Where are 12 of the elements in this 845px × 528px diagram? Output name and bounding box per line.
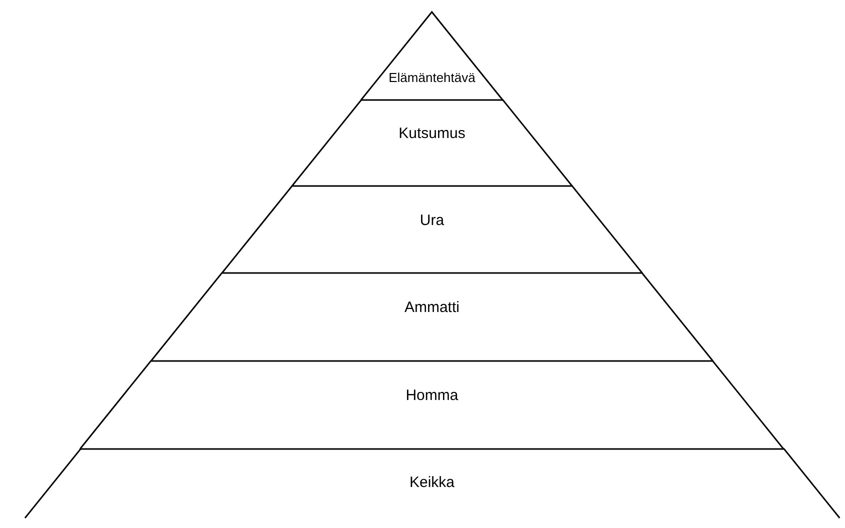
pyramid-tier [151,273,713,361]
pyramid-tier [222,186,642,273]
tier-label: Elämäntehtävä [388,69,476,87]
pyramid-apex [361,12,503,100]
tier-label: Ammatti [404,299,460,317]
pyramid-tier [80,361,784,449]
tier-label: Kutsumus [398,125,466,143]
tier-label: Keikka [409,474,454,492]
pyramid-tier [292,100,572,186]
tier-label: Homma [406,387,458,405]
pyramid-tier [24,449,840,518]
tier-label: Ura [420,212,444,230]
